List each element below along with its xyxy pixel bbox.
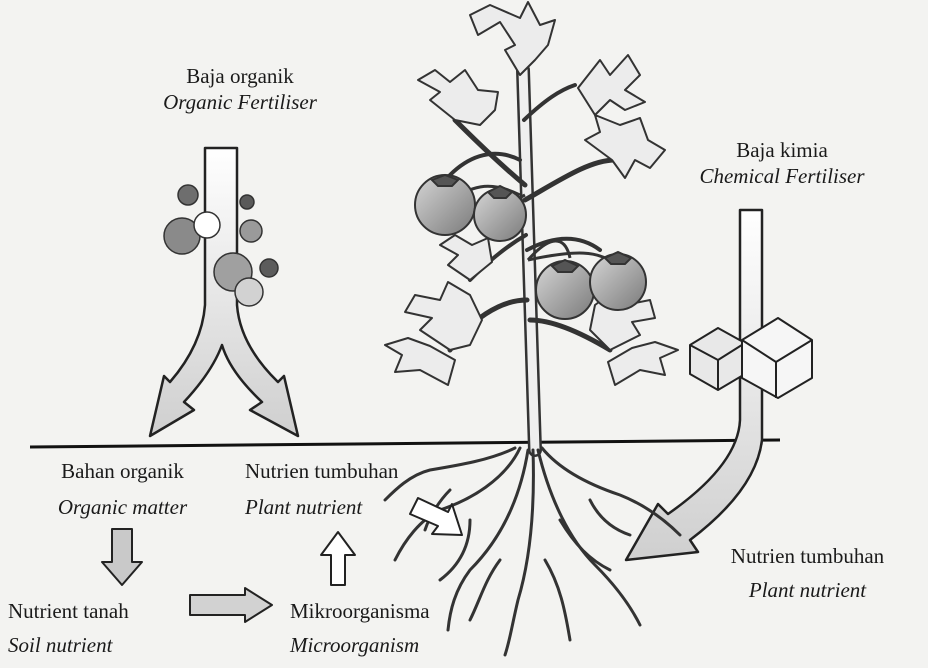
plant-nutrient-right-malay: Nutrien tumbuhan xyxy=(700,543,915,569)
microorganism-english: Microorganism xyxy=(290,632,430,658)
plant-nutrient-center-label: Nutrien tumbuhan Plant nutrient xyxy=(245,458,398,520)
plant-nutrient-center-english: Plant nutrient xyxy=(245,494,398,520)
organic-fertiliser-arrow xyxy=(150,148,298,436)
microorganism-label: Mikroorganisma Microorganism xyxy=(290,598,430,658)
microorganism-up-arrow xyxy=(321,532,355,585)
organic-fertiliser-malay: Baja organik xyxy=(130,63,350,89)
organic-matter-label: Bahan organik Organic matter xyxy=(20,458,225,520)
soil-nutrient-malay: Nutrient tanah xyxy=(8,598,129,624)
chemical-fertiliser-english: Chemical Fertiliser xyxy=(662,163,902,189)
ground-line xyxy=(30,440,780,447)
organic-fertiliser-label: Baja organik Organic Fertiliser xyxy=(130,63,350,115)
plant-nutrient-center-malay: Nutrien tumbuhan xyxy=(245,458,398,484)
organic-matter-english: Organic matter xyxy=(20,494,225,520)
organic-matter-malay: Bahan organik xyxy=(20,458,225,484)
plant-nutrient-right-english: Plant nutrient xyxy=(700,577,915,603)
organic-matter-down-arrow xyxy=(102,529,142,585)
chemical-fertiliser-malay: Baja kimia xyxy=(662,137,902,163)
soil-nutrient-english: Soil nutrient xyxy=(8,632,129,658)
microorganism-malay: Mikroorganisma xyxy=(290,598,430,624)
plant-nutrient-right-label: Nutrien tumbuhan Plant nutrient xyxy=(700,543,915,603)
soil-nutrient-right-arrow xyxy=(190,588,272,622)
soil-nutrient-label: Nutrient tanah Soil nutrient xyxy=(8,598,129,658)
organic-fertiliser-english: Organic Fertiliser xyxy=(130,89,350,115)
chemical-fertiliser-label: Baja kimia Chemical Fertiliser xyxy=(662,137,902,189)
